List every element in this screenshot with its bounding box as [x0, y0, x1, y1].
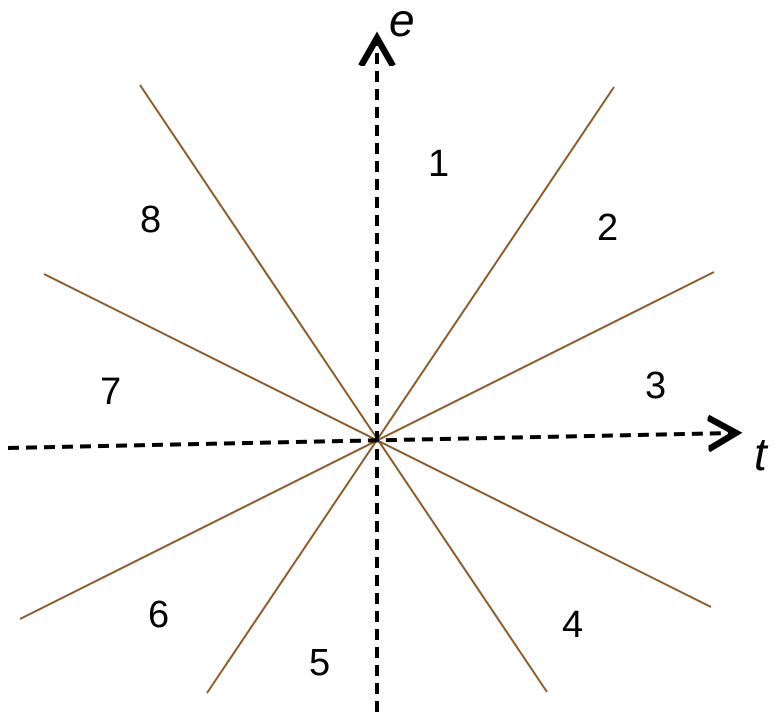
divider-line-upper-right-shallow [19, 271, 715, 620]
divider-line-upper-right-steep [206, 86, 615, 694]
e-axis-label: e [389, 0, 415, 46]
t-axis-label: t [754, 428, 769, 480]
region-label-6: 6 [148, 594, 169, 636]
region-label-2: 2 [597, 207, 618, 249]
divider-lines [19, 84, 715, 694]
region-label-1: 1 [428, 143, 449, 185]
region-label-5: 5 [309, 642, 330, 684]
divider-line-lower-right-steep [139, 84, 548, 693]
region-label-3: 3 [645, 365, 666, 407]
region-label-8: 8 [140, 199, 161, 241]
region-label-7: 7 [100, 371, 121, 413]
t-axis [7, 433, 732, 448]
region-label-4: 4 [562, 604, 583, 646]
